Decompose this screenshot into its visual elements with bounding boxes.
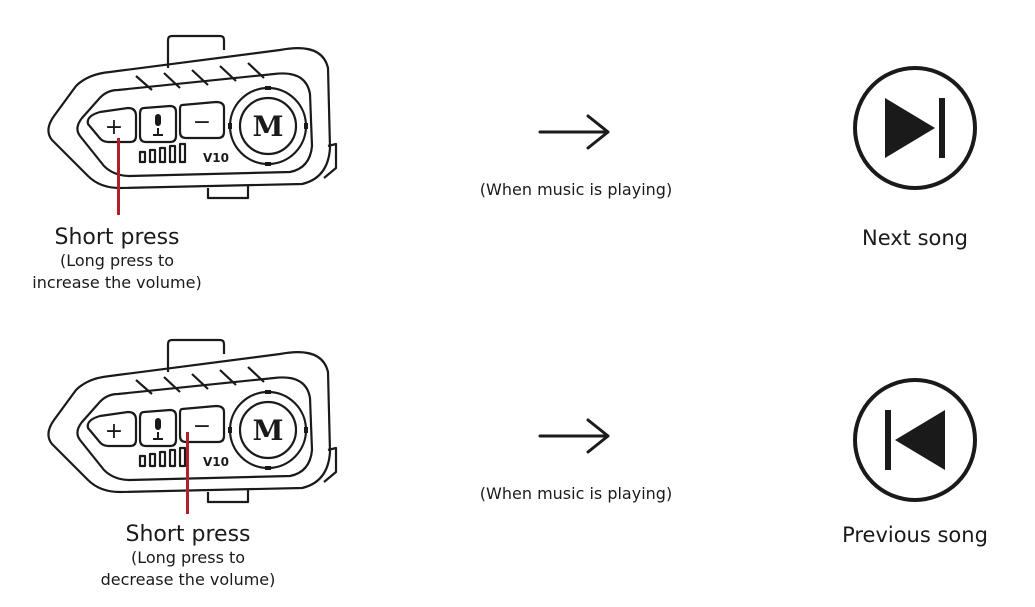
plus-button-outline — [86, 106, 138, 144]
right-arrow-icon — [538, 418, 610, 454]
result-label: Previous song — [842, 523, 988, 547]
minus-symbol: − — [193, 414, 211, 439]
instruction-label: Short press — [54, 225, 180, 250]
instruction-label: Short press — [125, 522, 251, 547]
logo-letter: M — [253, 414, 284, 447]
plus-symbol: + — [105, 115, 123, 140]
previous-track-icon — [853, 378, 977, 502]
long-press-note-line2: decrease the volume) — [100, 570, 276, 589]
long-press-note-line1: (Long press to — [59, 251, 175, 270]
instruction-row-next-song: + − V10 M Short press (Long press to inc… — [0, 0, 1035, 300]
mic-button-outline — [138, 408, 178, 448]
minus-button-outline — [178, 404, 226, 444]
next-track-icon — [853, 66, 977, 190]
long-press-note-line2: increase the volume) — [32, 273, 202, 292]
plus-symbol: + — [105, 419, 123, 444]
long-press-note-line1: (Long press to — [130, 548, 246, 567]
intercom-device-illustration: + − V10 M — [47, 338, 338, 504]
device-body — [47, 351, 332, 494]
intercom-device-illustration: + − V10 M — [47, 34, 338, 200]
result-label: Next song — [861, 226, 969, 250]
condition-label: (When music is playing) — [479, 484, 673, 503]
pointer-line — [186, 432, 189, 514]
minus-symbol: − — [193, 110, 211, 135]
device-body — [47, 47, 332, 190]
mic-button-outline — [138, 104, 178, 144]
logo-letter: M — [253, 110, 284, 143]
instruction-row-previous-song: + − V10 M Short press (Long press to dec… — [0, 304, 1035, 604]
condition-label: (When music is playing) — [479, 180, 673, 199]
right-arrow-icon — [538, 114, 610, 150]
pointer-line — [117, 138, 120, 215]
model-label: V10 — [203, 151, 229, 165]
plus-button-outline — [86, 410, 138, 448]
minus-button-outline — [178, 100, 226, 140]
model-label: V10 — [203, 455, 229, 469]
